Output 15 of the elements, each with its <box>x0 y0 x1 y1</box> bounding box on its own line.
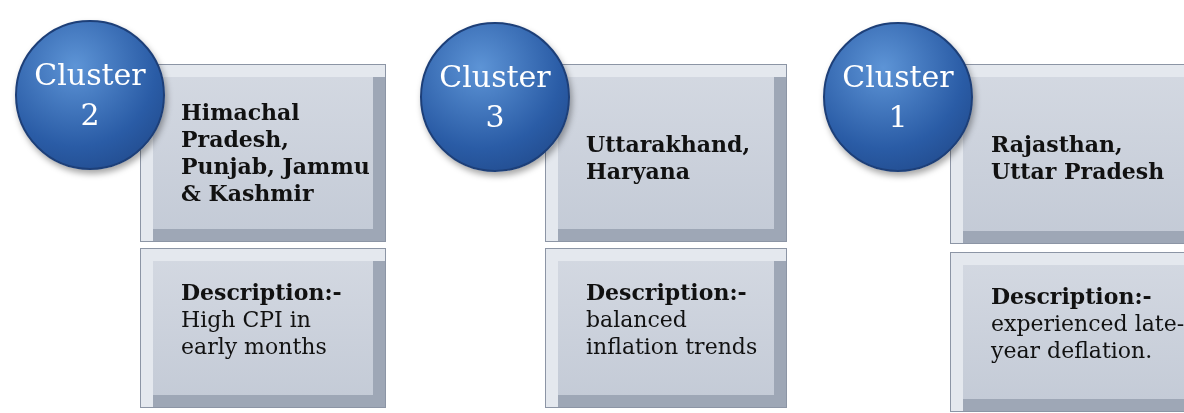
state-names: Uttarakhand, Haryana <box>586 131 752 185</box>
description-box <box>140 248 386 408</box>
description-box <box>950 252 1184 412</box>
description-heading: Description:- <box>586 279 748 306</box>
cluster-label: Cluster 1 <box>841 58 955 136</box>
description-heading: Description:- <box>181 279 343 306</box>
cluster-label: Cluster 3 <box>438 58 552 136</box>
cluster-label: Cluster 2 <box>33 56 147 134</box>
description-text: balanced inflation trends <box>586 306 759 360</box>
state-names: Rajasthan, Uttar Pradesh <box>991 131 1166 185</box>
description-text: experienced late-year deflation. <box>991 310 1184 364</box>
description-box <box>545 248 787 408</box>
description-text: High CPI in early months <box>181 306 328 360</box>
state-names: Himachal Pradesh, Punjab, Jammu & Kashmir <box>181 99 371 207</box>
description-heading: Description:- <box>991 283 1153 310</box>
